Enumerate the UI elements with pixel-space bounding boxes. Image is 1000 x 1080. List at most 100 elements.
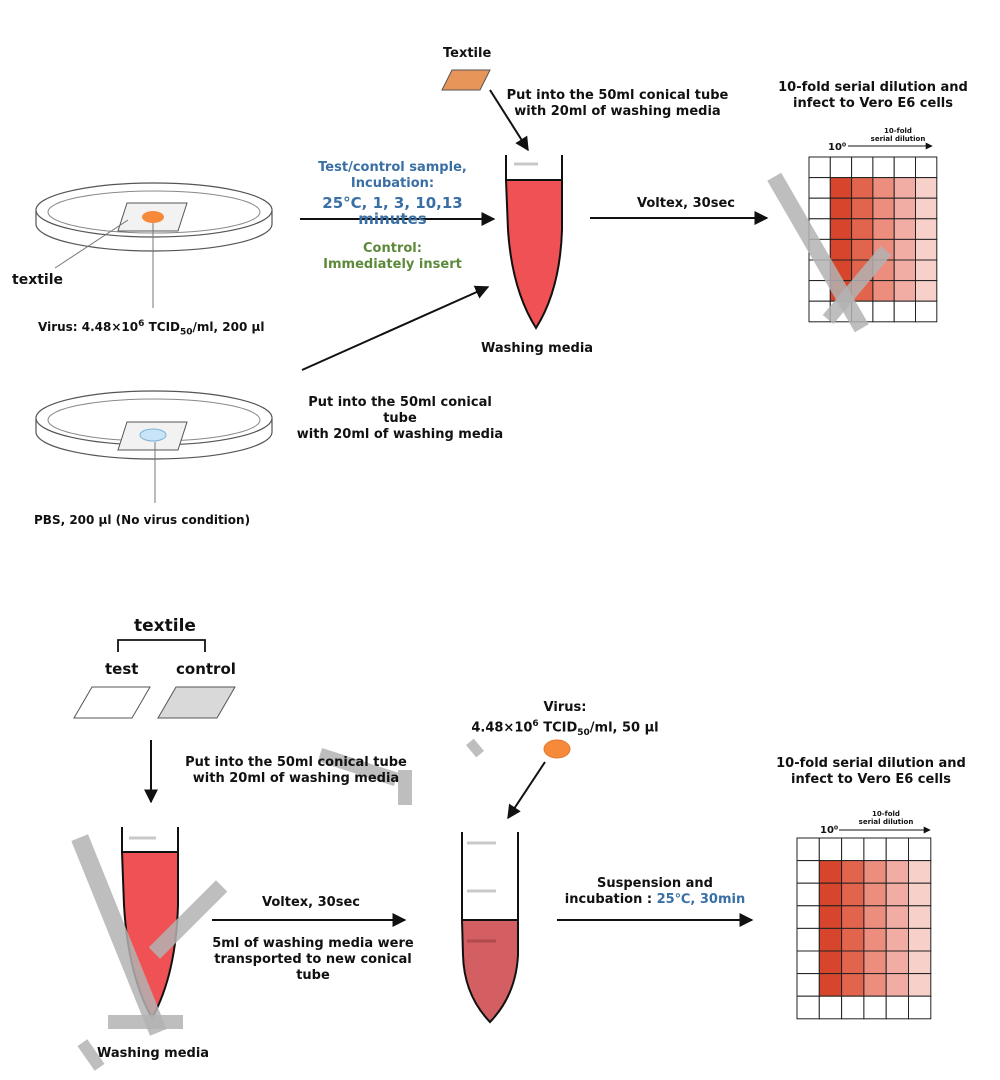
grid-well [893, 156, 917, 179]
voltex-label-bottom: Voltex, 30sec [262, 895, 360, 910]
grid-well [841, 837, 865, 862]
grid-well [863, 995, 887, 1020]
grid-well [908, 882, 932, 907]
grid-well [915, 156, 938, 179]
grid-well [796, 927, 820, 952]
grid-well [851, 197, 874, 220]
grid-well [885, 973, 910, 997]
grid-well [893, 218, 917, 240]
grid-well [915, 300, 938, 323]
grid-well [915, 238, 938, 261]
washing-media-label-top: Washing media [481, 341, 594, 356]
control-swatch [157, 686, 236, 719]
grid-well [915, 259, 938, 282]
suspension-label: Suspension and incubation : 25℃, 30min [564, 876, 746, 907]
conical-tube-top [504, 155, 563, 330]
dilution-grid-top [808, 156, 938, 323]
arrow-textile-to-tube [489, 89, 529, 152]
textile-brace [117, 639, 206, 652]
put-into-tube-label-bottom: Put into the 50ml conical tube with 20ml… [185, 755, 407, 786]
grid-well [872, 177, 895, 199]
dilution-title-bottom: 10-fold serial dilution and infect to Ve… [776, 756, 966, 787]
grid-well [841, 973, 865, 997]
voltex-label-top: Voltex, 30sec [637, 196, 735, 211]
grid-well [829, 218, 853, 240]
grid-well [908, 973, 932, 997]
grid-well [863, 837, 887, 862]
grid-well [808, 177, 831, 199]
grid-well [796, 882, 820, 907]
virus-label-bottom: Virus: 4.48×106 TCID50/ml, 50 µl [471, 700, 659, 738]
textile-label-top: Textile [443, 46, 492, 61]
grid-well [908, 995, 932, 1020]
watermark-stroke [108, 1015, 183, 1029]
grid-well [841, 882, 865, 907]
control-label: control [176, 660, 236, 678]
grid-well [841, 950, 865, 975]
grid-well [863, 927, 887, 952]
grid-well [829, 197, 853, 220]
grid-well [908, 950, 932, 975]
grid-well [796, 973, 820, 997]
grid-well [841, 860, 865, 884]
grid-well [908, 927, 932, 952]
textile-dish-label: textile [12, 272, 64, 288]
grid-well [885, 950, 910, 975]
grid-well [829, 238, 853, 261]
washing-media-label-bottom: Washing media [97, 1046, 210, 1061]
grid-well [796, 905, 820, 929]
grid-well [808, 197, 831, 220]
grid-well [893, 300, 917, 323]
textile-swatch-top [441, 69, 491, 91]
grid-well [893, 259, 917, 282]
grid-well [885, 860, 910, 884]
grid-well [796, 950, 820, 975]
petri-dish-virus [35, 182, 273, 308]
grid-well [863, 905, 887, 929]
grid-well [885, 882, 910, 907]
grid-well [893, 177, 917, 199]
grid-start-label-top: 10⁰ [828, 142, 847, 153]
textile-header: textile [134, 616, 196, 636]
grid-axis-label-bottom: 10-fold serial dilution [858, 810, 914, 826]
grid-well [818, 995, 843, 1020]
grid-well [818, 837, 843, 862]
dilution-grid-bottom [796, 837, 932, 1020]
test-swatch [73, 686, 151, 719]
grid-well [915, 197, 938, 220]
virus-label-top: Virus: 4.48×106 TCID50/ml, 200 µl [38, 319, 265, 338]
grid-well [885, 905, 910, 929]
grid-well [851, 156, 874, 179]
grid-well [915, 218, 938, 240]
grid-well [872, 300, 895, 323]
grid-well [893, 280, 917, 302]
virus-drop [543, 739, 571, 759]
grid-well [863, 860, 887, 884]
grid-well [851, 218, 874, 240]
grid-well [863, 950, 887, 975]
grid-well [818, 950, 843, 975]
put-into-tube-label-pbs: Put into the 50ml conical tube with 20ml… [296, 395, 504, 442]
grid-well [796, 995, 820, 1020]
grid-well [885, 927, 910, 952]
incubation-label: Test/control sample, Incubation: 25°C, 1… [318, 160, 467, 272]
grid-well [829, 156, 853, 179]
grid-well [885, 995, 910, 1020]
grid-well [863, 973, 887, 997]
grid-start-label-bottom: 10⁰ [820, 825, 839, 836]
transport-label: 5ml of washing media were transported to… [212, 936, 414, 983]
test-label: test [105, 660, 139, 678]
grid-well [863, 882, 887, 907]
grid-well [818, 860, 843, 884]
petri-dish-pbs [35, 390, 273, 503]
grid-well [851, 177, 874, 199]
grid-well [872, 280, 895, 302]
grid-well [818, 905, 843, 929]
dilution-title-top: 10-fold serial dilution and infect to Ve… [778, 80, 968, 111]
conical-tube-bottom-middle [460, 832, 519, 1024]
grid-well [908, 860, 932, 884]
grid-well [893, 238, 917, 261]
grid-well [885, 837, 910, 862]
watermark-stroke [398, 770, 412, 805]
grid-axis-label-top: 10-fold serial dilution [870, 127, 926, 143]
